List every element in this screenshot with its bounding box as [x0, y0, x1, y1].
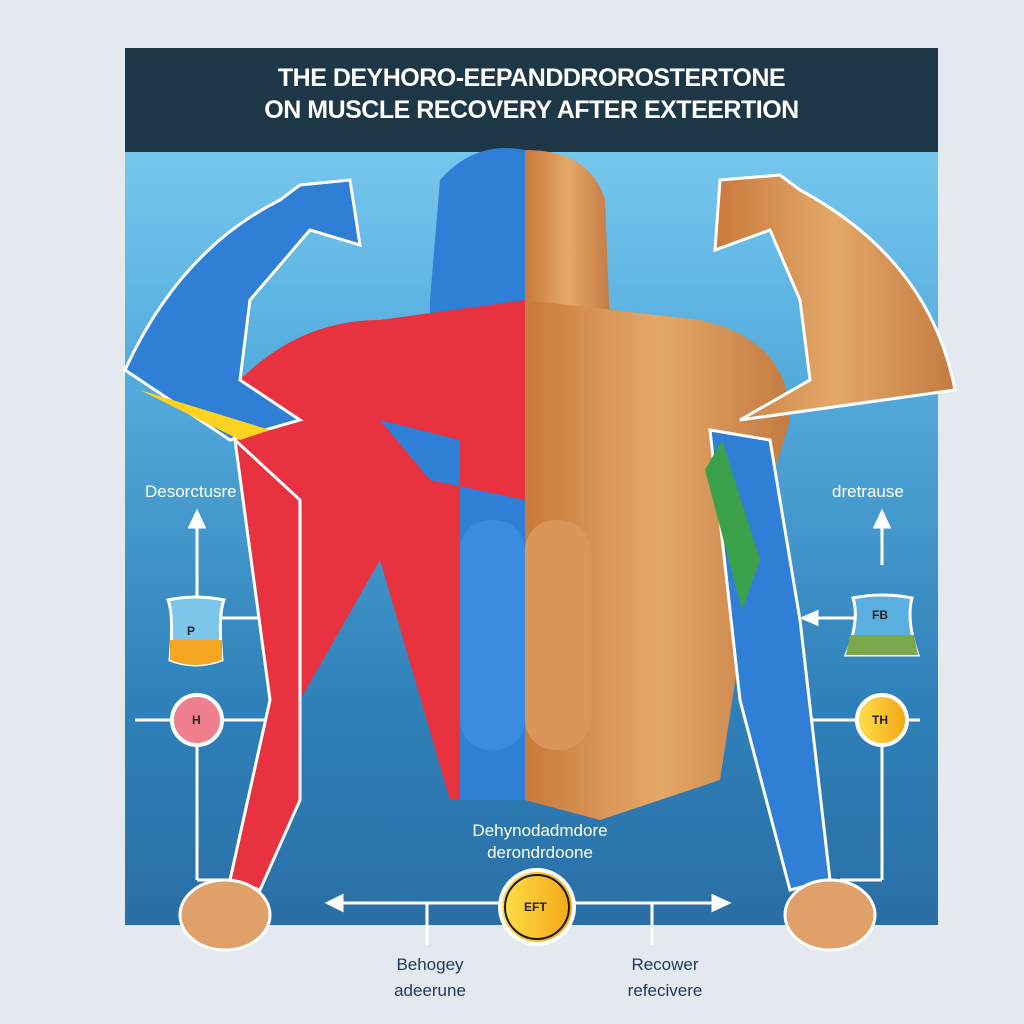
left-beaker-label: P [187, 624, 196, 638]
center-circle-label: EFT [524, 900, 547, 914]
right-circle-node [855, 693, 909, 747]
left-panel-label: Desorctusre [145, 482, 237, 501]
right-panel-label: dretrause [832, 482, 904, 501]
title-banner: THE DEYHORO-EEPANDDROROSTERTONE ON MUSCL… [125, 48, 938, 152]
muscle-figure [123, 148, 957, 952]
center-label-line-1: Dehynodadmdore [472, 821, 608, 840]
left-circle-label: H [192, 713, 201, 727]
left-circle-node [170, 693, 224, 747]
center-circle-node [498, 868, 576, 946]
center-label-line-2: derondrdoone [487, 843, 593, 862]
bottom-left-line-1: Behogey [396, 955, 464, 974]
bottom-right-line-1: Recower [631, 955, 699, 974]
bottom-right-line-2: refecivere [627, 981, 703, 1000]
right-circle-label: TH [872, 713, 888, 727]
title-line-1: THE DEYHORO-EEPANDDROROSTERTONE [277, 64, 786, 92]
title-line-2: ON MUSCLE RECOVERY AFTER EXTEERTION [264, 96, 799, 124]
bottom-left-label: Behogey adeerune [370, 952, 490, 1004]
right-beaker-label: FB [872, 608, 888, 622]
bottom-right-label: Recower refecivere [600, 952, 730, 1004]
center-label: Dehynodadmdore derondrdoone [430, 820, 650, 864]
bottom-left-line-2: adeerune [394, 981, 466, 1000]
